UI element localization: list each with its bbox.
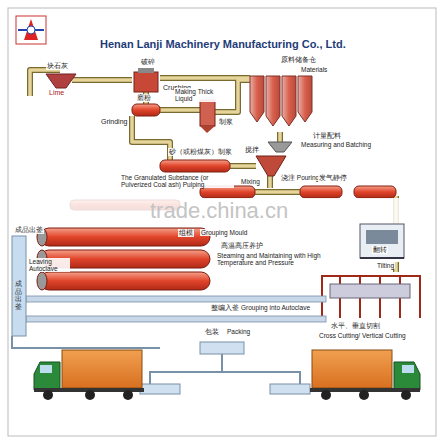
company-title: Henan Lanji Machinery Manufacturing Co.,…: [100, 38, 346, 50]
pipes: [30, 70, 396, 272]
step-label-en: Packing: [226, 328, 251, 335]
crusher: [134, 68, 158, 92]
tracks: [26, 296, 326, 322]
step-label-en: Mixing: [240, 178, 261, 185]
cutting-machine: [322, 276, 420, 318]
company-logo: [16, 16, 46, 44]
mixer: [256, 142, 292, 176]
step-label-en: Cross Cutting/ Vertical Cutting: [318, 332, 407, 339]
step-label-en: Tilting: [376, 262, 395, 269]
step-label-cn: 搅拌: [244, 146, 260, 154]
pulping-tank: [160, 160, 230, 172]
step-label-cn: 制浆: [218, 118, 234, 126]
step-label-en: Grouping into Autoclave: [240, 304, 311, 311]
unloading-column: [12, 236, 26, 336]
step-label-cn: 发气静停: [318, 174, 348, 182]
step-label-en: 浇注 Pouring: [280, 174, 320, 181]
step-label-cn: 磨粉: [136, 94, 152, 102]
step-label-cn: 块石灰: [46, 62, 69, 70]
step-label-en: Materials: [300, 66, 328, 73]
step-label-cn: 计量配料: [312, 132, 342, 140]
step-label-en: Making Thick Liquid: [174, 88, 216, 102]
step-label-en: Grinding: [100, 118, 128, 126]
step-label-cn: 包装: [204, 328, 220, 336]
grinding-mill: [132, 104, 160, 116]
step-label-en: Steaming and Maintaining with High Tempe…: [216, 252, 322, 266]
vertical-step-label: 成品出釜: [15, 280, 22, 311]
material-silos: [250, 76, 312, 126]
step-label-en: Leaving Autoclave: [28, 258, 70, 272]
step-label-cn: 水平、垂直切割: [330, 322, 381, 330]
slurry-tank: [200, 100, 215, 133]
watermark: trade.china.cn: [150, 199, 288, 223]
truck-left: [34, 350, 144, 400]
step-label-cn: 组模: [178, 229, 194, 237]
step-label-cn: 高温高压养护: [220, 242, 264, 250]
step-label-en: Measuring and Batching: [300, 141, 372, 148]
truck-right: [310, 350, 420, 400]
tilting-machine: [360, 224, 404, 258]
step-label-cn: 翻转: [372, 246, 388, 254]
packing-line: [12, 336, 310, 394]
step-label-en: Lime: [48, 89, 65, 97]
step-label-en: Grouping Mould: [200, 229, 248, 236]
lime-hopper: [46, 74, 76, 88]
step-label-cn: 成品出釜: [14, 226, 44, 234]
step-label-cn: 原料储备仓: [280, 56, 317, 64]
step-label-cn: 整编入釜: [210, 304, 240, 312]
watermark-band: [9, 198, 435, 224]
step-label-cn: 砂（或粉煤灰）制浆: [168, 148, 233, 156]
step-label-cn: 破碎: [140, 58, 156, 66]
step-label-en: The Granulated Substance (or Pulverized …: [120, 174, 234, 188]
